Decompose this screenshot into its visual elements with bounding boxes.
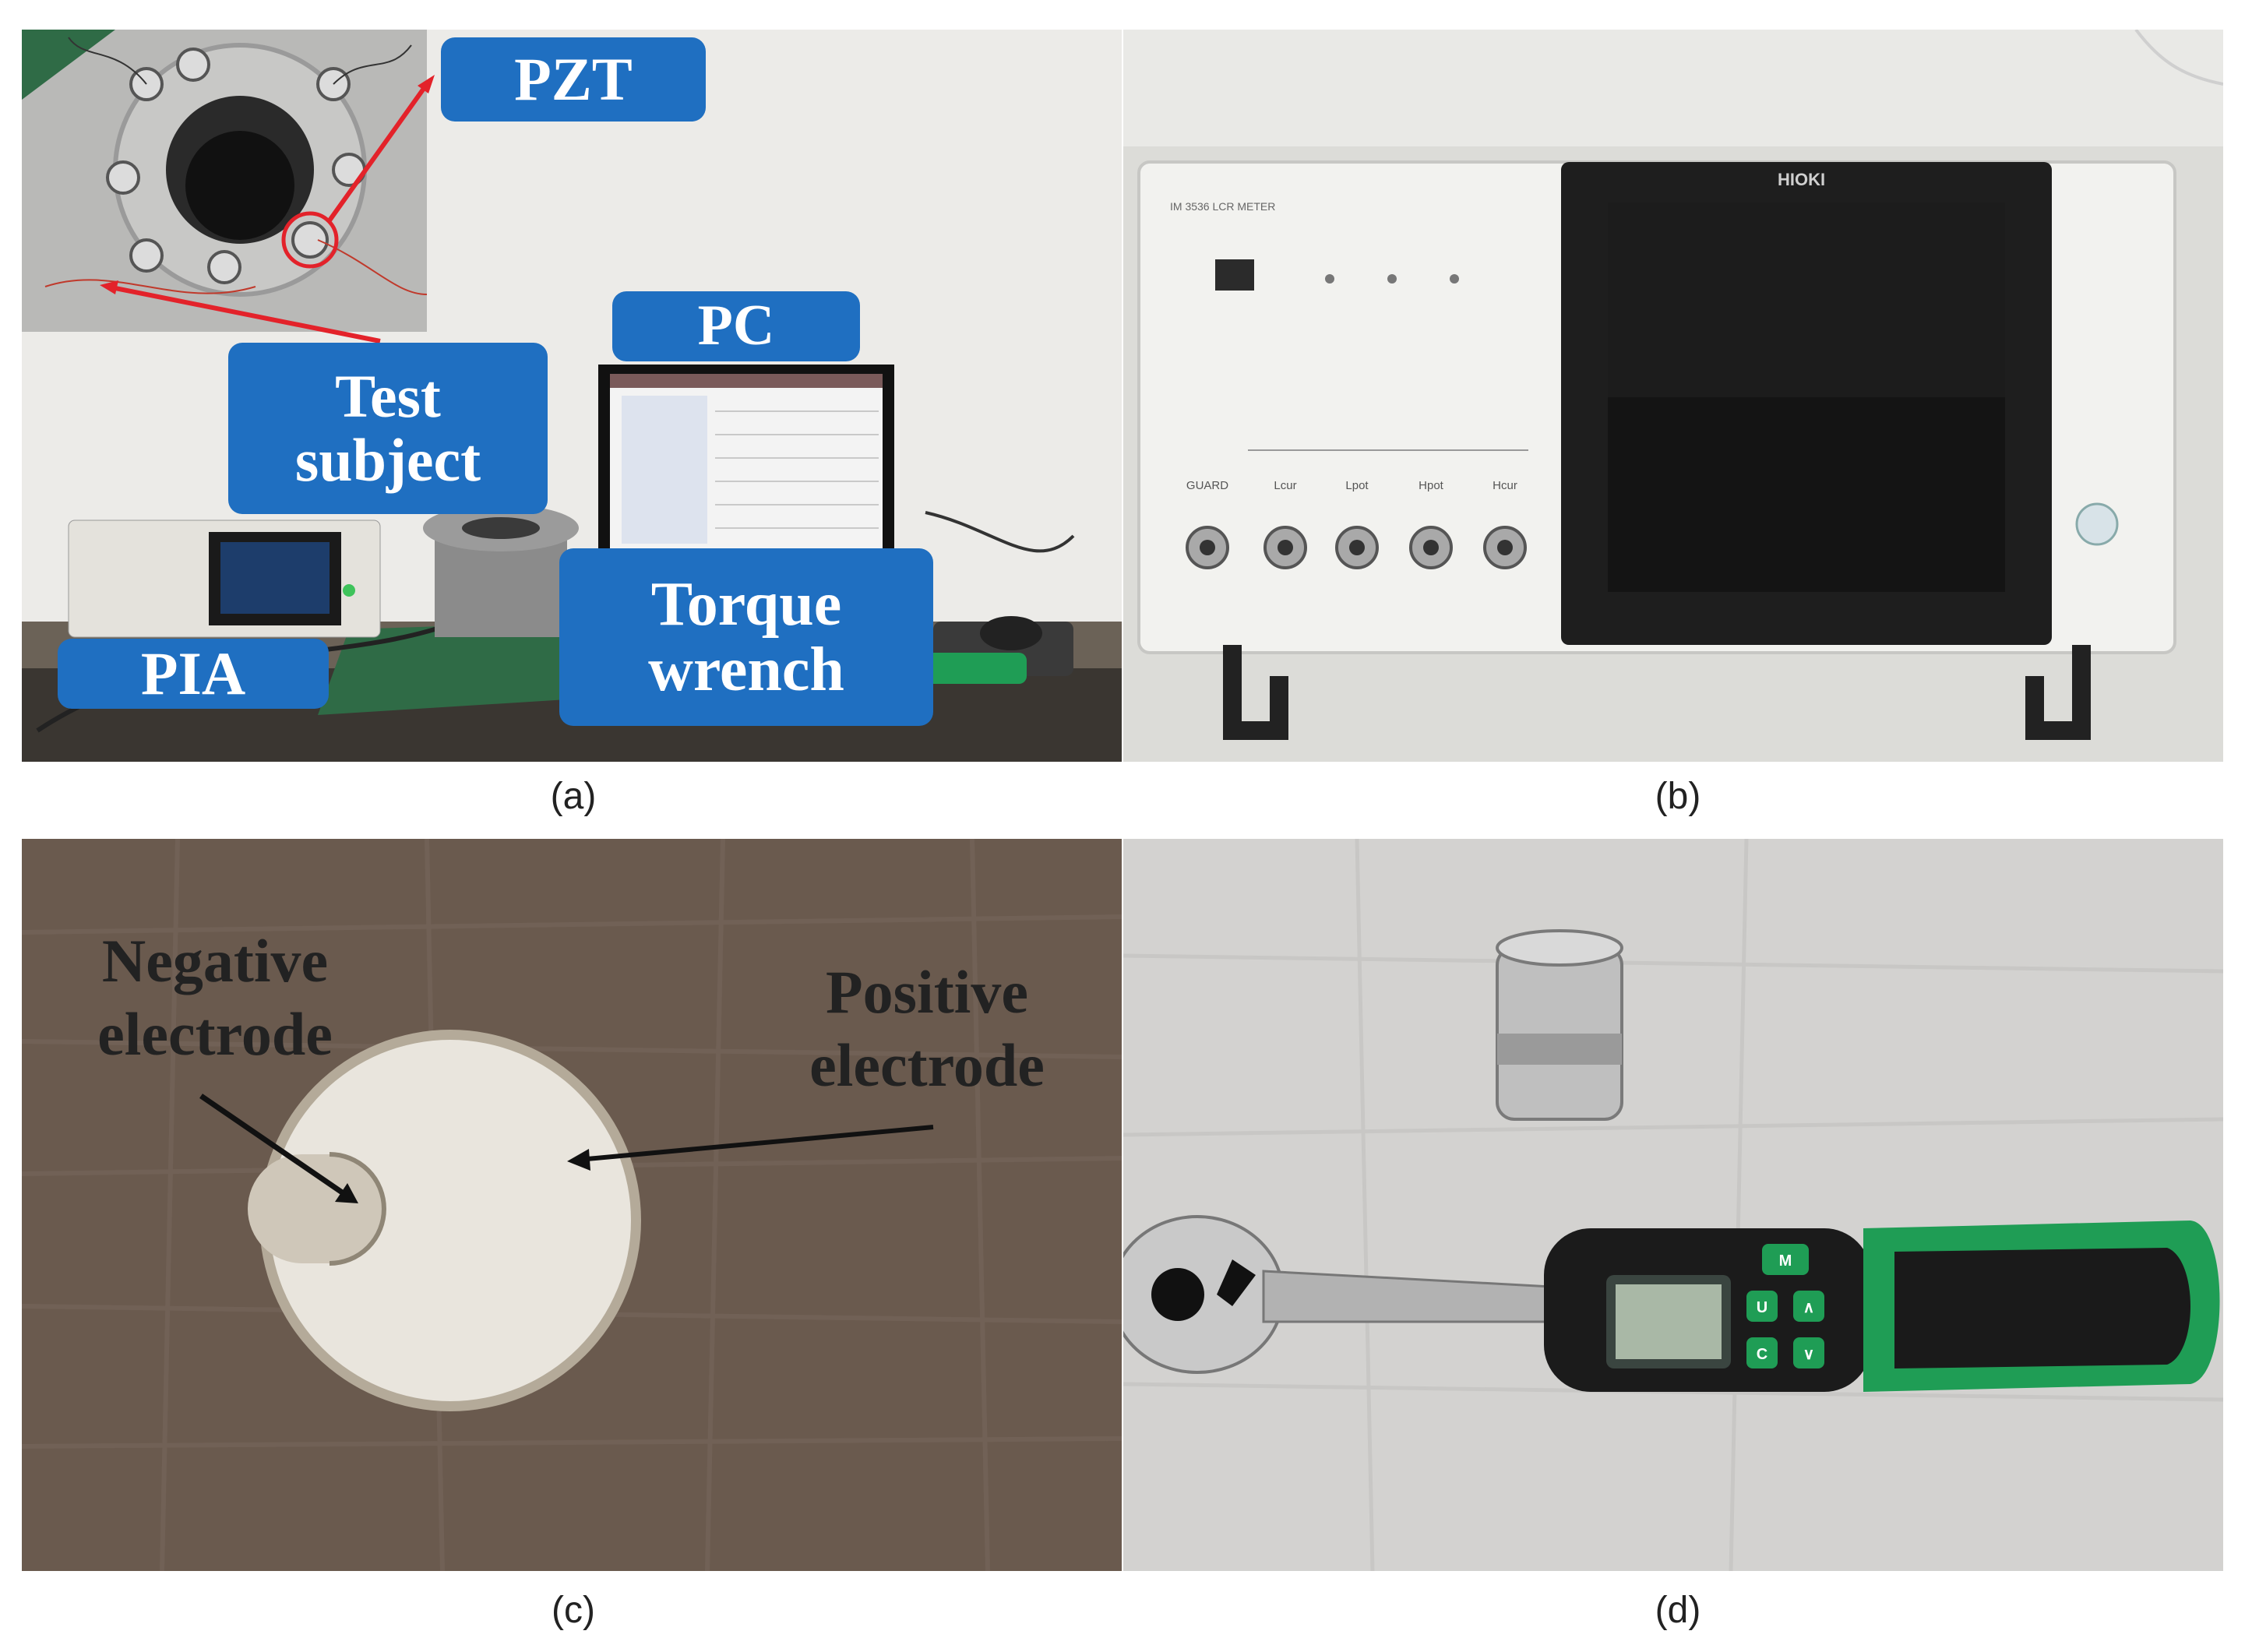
- caption-c: (c): [552, 1590, 595, 1631]
- callout-test-subject: Test subject: [228, 343, 548, 514]
- label-positive-line1: Positive: [826, 958, 1028, 1026]
- model-text: IM 3536 LCR METER: [1170, 200, 1275, 213]
- key-u: U: [1757, 1299, 1767, 1316]
- callout-torque-line1: Torque: [650, 570, 842, 639]
- caption-b: (b): [1655, 776, 1701, 817]
- callout-torque-line2: wrench: [648, 636, 844, 704]
- port-label-guard: GUARD: [1186, 479, 1228, 492]
- port-label-lpot: Lpot: [1345, 479, 1369, 492]
- torque-wrench-photo: M U ∧ C ∨: [1123, 839, 2223, 1571]
- pzt-disc-photo: [22, 839, 1122, 1571]
- key-up: ∧: [1803, 1299, 1815, 1316]
- lab-setup-photo: [22, 30, 1122, 762]
- label-positive-line2: electrode: [809, 1030, 1045, 1099]
- callout-torque-wrench: Torque wrench: [559, 548, 933, 726]
- caption-a: (a): [550, 776, 597, 817]
- key-c: C: [1757, 1346, 1767, 1363]
- label-negative-line2: electrode: [97, 999, 333, 1068]
- callout-pc: PC: [612, 291, 860, 361]
- lcr-meter-photo: HIOKI IM 3536 LCR METER GUARD Lcur Lpot …: [1123, 30, 2223, 762]
- key-m: M: [1779, 1252, 1792, 1270]
- port-label-lcur: Lcur: [1274, 479, 1296, 492]
- panel-a-photo: PZT PC Test subject Torque wrench PIA: [22, 30, 1122, 762]
- label-positive-electrode: Positive electrode: [763, 956, 1091, 1101]
- panel-c-photo: Negative electrode Positive electrode: [22, 839, 1122, 1571]
- brand-text: HIOKI: [1778, 170, 1825, 189]
- label-negative-line1: Negative: [101, 927, 329, 995]
- panel-d-photo: M U ∧ C ∨: [1123, 839, 2223, 1571]
- caption-d: (d): [1655, 1590, 1701, 1631]
- key-down: ∨: [1803, 1346, 1815, 1363]
- callout-test-subject-line1: Test: [335, 362, 441, 431]
- panel-b-photo: HIOKI IM 3536 LCR METER GUARD Lcur Lpot …: [1123, 30, 2223, 762]
- port-label-hpot: Hpot: [1419, 479, 1444, 492]
- callout-test-subject-line2: subject: [294, 426, 481, 494]
- port-label-hcur: Hcur: [1493, 479, 1517, 492]
- callout-pzt: PZT: [441, 37, 706, 122]
- callout-pia: PIA: [58, 639, 329, 709]
- label-negative-electrode: Negative electrode: [51, 925, 379, 1070]
